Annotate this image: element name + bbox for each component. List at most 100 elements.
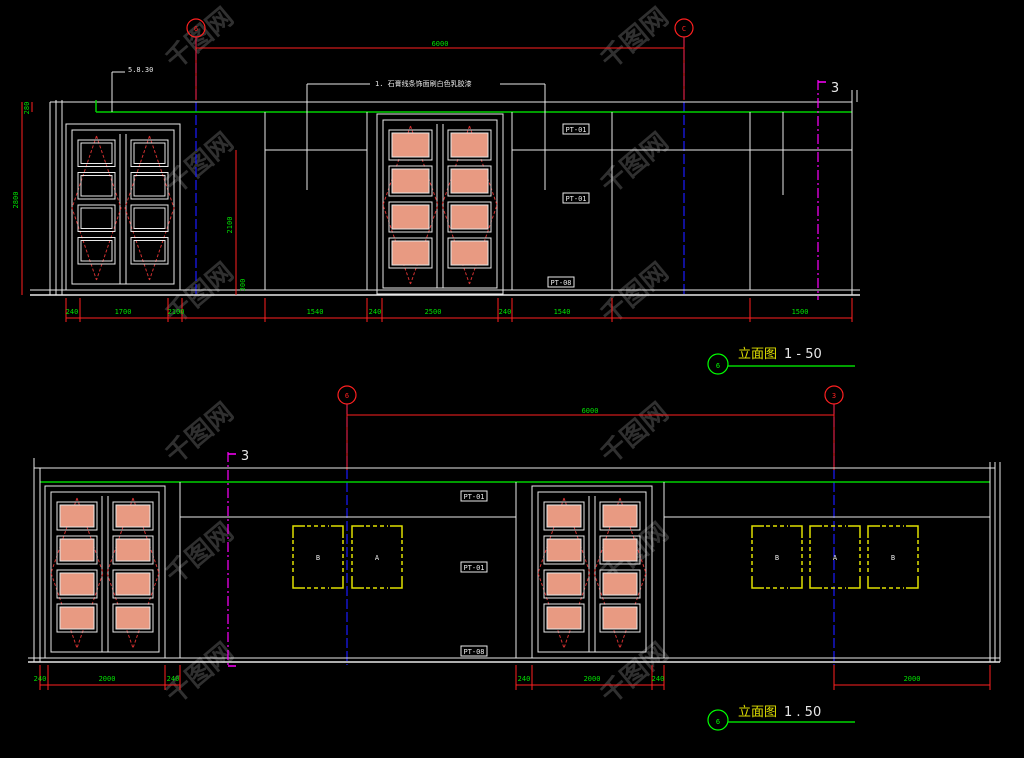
e2-door-left-frame	[44, 485, 166, 659]
e1-door-center-panel-inner	[450, 168, 489, 194]
e1-door-left-panel-inner	[133, 142, 166, 164]
e2-door-left-panel-inner	[59, 538, 95, 562]
e2-picture-frame	[351, 525, 403, 589]
e1-door-left-diamond	[96, 135, 122, 281]
e2-frame-corner	[292, 525, 305, 538]
e1-door-left-panel-inner	[133, 240, 166, 262]
e2-material-tag-text: PT-01	[463, 493, 484, 501]
e1-axis-bubble-right-label: C	[682, 25, 686, 33]
e1-door-center-panel-outer	[388, 237, 433, 269]
e2-frame-corner	[351, 525, 364, 538]
e1-door-left-panel-inner	[80, 142, 113, 164]
e2-door-left-panel-outer	[112, 501, 154, 531]
e2-frame-corner	[848, 525, 861, 538]
e2-door-left-panel-outer	[56, 569, 98, 599]
e2-material-tag-text: PT-01	[463, 564, 484, 572]
e1-door-center-panel-outer	[388, 165, 433, 197]
e2-bottom-dim-text: 2000	[99, 675, 116, 683]
e2-frame-corner	[351, 576, 364, 589]
e2-door-left-panel-inner	[59, 504, 95, 528]
e2-frame-corner	[906, 525, 919, 538]
e1-material-tag	[547, 276, 575, 288]
e2-door-left-panel-inner	[115, 504, 151, 528]
e1-bottom-dim-text: 1700	[115, 308, 132, 316]
e1-door-center-panel-inner	[450, 204, 489, 230]
e2-frame-corner	[331, 525, 344, 538]
e1-material-tag	[562, 192, 590, 204]
e2-frame-corner	[331, 576, 344, 589]
e2-picture-frame	[292, 525, 344, 589]
e1-note-top-left: 5.8.30	[128, 66, 153, 74]
e2-frame-corner	[751, 525, 764, 538]
e2-door-right-panel-inner	[602, 504, 638, 528]
e2-door-right-panel-outer	[543, 569, 585, 599]
e2-frame-corner	[292, 576, 305, 589]
e2-door-right-panel-inner	[602, 572, 638, 596]
e1-door-left-diamond	[149, 135, 175, 281]
e2-material-tag-text: PT-08	[463, 648, 484, 656]
e2-door-right-panel-inner	[546, 504, 582, 528]
e1-door-left-panel-inner	[80, 175, 113, 197]
e1-door-left-panel-inner	[80, 207, 113, 229]
e1-door-left-panel-inner	[133, 175, 166, 197]
e1-bottom-dim-text: 240	[66, 308, 79, 316]
e1-door-left-panel-outer	[77, 172, 116, 200]
watermark-text: 千图网	[595, 397, 674, 470]
e2-door-right-panel-inner	[602, 538, 638, 562]
e2-door-left-panel-outer	[56, 603, 98, 633]
e2-door-right-panel-inner	[546, 572, 582, 596]
e1-scale: 1 - 50	[784, 347, 822, 362]
e2-door-right-panel-outer	[543, 535, 585, 565]
e2-bottom-dim-text: 240	[34, 675, 47, 683]
e1-door-center-panel-outer	[447, 237, 492, 269]
e2-frame-corner	[906, 576, 919, 589]
e2-door-left-panel-outer	[56, 501, 98, 531]
watermark-text: 千图网	[160, 127, 239, 200]
e1-door-left-panel-outer	[77, 237, 116, 265]
e1-material-tag-text: PT-01	[565, 126, 586, 134]
e2-picture-frame	[867, 525, 919, 589]
e2-door-left-panel-outer	[112, 569, 154, 599]
e1-door-left-panel-inner	[133, 207, 166, 229]
e2-bottom-dim-text: 240	[167, 675, 180, 683]
e2-door-right-panel-outer	[599, 569, 641, 599]
e2-scale: 1 . 50	[784, 705, 821, 720]
e1-bottom-dim-text: 240	[369, 308, 382, 316]
e2-picture-frame	[751, 525, 803, 589]
e1-door-center-panel-outer	[388, 129, 433, 161]
e2-bottom-dim-text: 2000	[904, 675, 921, 683]
watermark-text: 千图网	[595, 637, 674, 710]
e2-axis-bubble-right-label: 3	[832, 392, 836, 400]
e2-door-right-frame	[531, 485, 653, 659]
e2-door-left-panel-outer	[112, 603, 154, 633]
e2-frame-corner	[790, 525, 803, 538]
e2-frame-label: B	[316, 554, 320, 562]
e1-door-center-panel-inner	[450, 132, 489, 158]
e2-frame-label: A	[375, 554, 380, 562]
e1-door-left-panel-outer	[77, 139, 116, 167]
e2-frame-corner	[751, 576, 764, 589]
e2-door-right-panel-outer	[599, 535, 641, 565]
e1-bottom-dim-text: 1540	[307, 308, 324, 316]
e2-axis-bubble-left-label: 6	[345, 392, 349, 400]
e2-door-left-frame-inner	[50, 491, 160, 653]
e1-door-left-frame	[65, 123, 181, 291]
e2-bottom-dim-text: 2000	[584, 675, 601, 683]
e2-door-right-frame-inner	[537, 491, 647, 653]
e1-door-left-diamond	[71, 135, 97, 281]
e2-overall-dim-text: 6000	[582, 407, 599, 415]
e2-material-tag	[460, 561, 488, 573]
watermark-text: 千图网	[160, 2, 239, 75]
e2-door-left-panel-inner	[115, 572, 151, 596]
e1-section-ref: 3	[831, 81, 839, 96]
e2-frame-corner	[390, 525, 403, 538]
e1-door-center-panel-inner	[391, 204, 430, 230]
e2-door-right-panel-outer	[543, 603, 585, 633]
e2-section-ref: 3	[241, 449, 249, 464]
e1-bottom-dim-text: 2100	[168, 308, 185, 316]
e1-door-left-diamond	[124, 135, 150, 281]
e1-door-left-panel-outer	[130, 139, 169, 167]
e2-door-right-panel-outer	[599, 501, 641, 531]
e1-axis-bubble-left-label: 6	[194, 25, 198, 33]
e1-material-tag-text: PT-01	[565, 195, 586, 203]
